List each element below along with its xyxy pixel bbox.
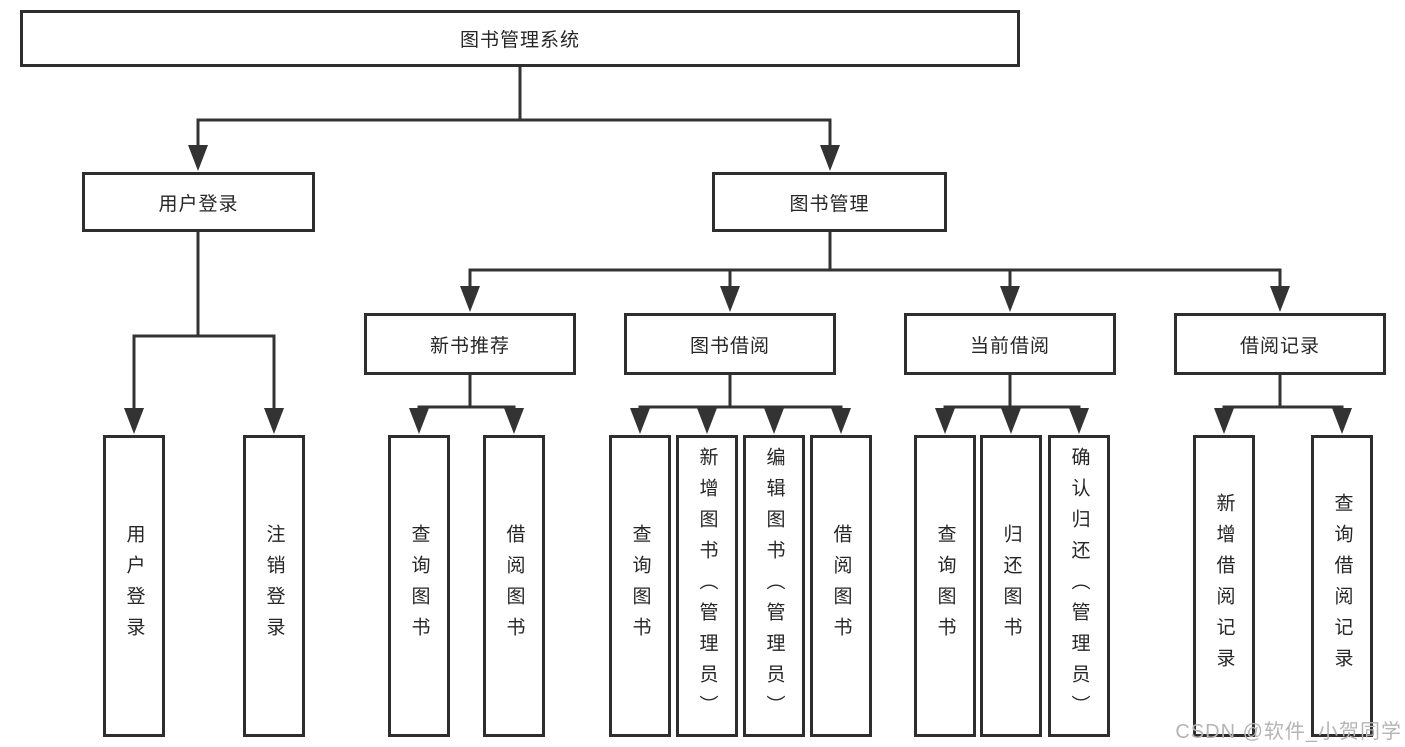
leaf-label: 查询图书: [629, 524, 651, 648]
leaf-query-books-borrowing: 查询图书: [609, 435, 671, 737]
leaf-confirm-return-admin: 确认归还（管理员）: [1048, 435, 1110, 737]
leaf-borrow-books-recommend: 借阅图书: [483, 435, 545, 737]
leaf-add-borrow-record: 新增借阅记录: [1193, 435, 1255, 737]
arrowheads: [124, 145, 1352, 434]
leaf-query-books-current: 查询图书: [914, 435, 976, 737]
leaf-label: 查询借阅记录: [1331, 493, 1353, 679]
leaf-return-books: 归还图书: [980, 435, 1042, 737]
leaf-label: 编辑图书（管理员）: [763, 446, 785, 726]
leaf-edit-books-admin: 编辑图书（管理员）: [743, 435, 805, 737]
leaf-label: 借阅图书: [830, 524, 852, 648]
leaf-label: 归还图书: [1000, 524, 1022, 648]
node-new-book-recommendation: 新书推荐: [364, 313, 576, 375]
node-label: 图书管理系统: [459, 30, 580, 51]
node-current-borrowing: 当前借阅: [904, 313, 1116, 375]
leaf-label: 确认归还（管理员）: [1068, 446, 1090, 726]
node-label: 借阅记录: [1239, 335, 1320, 357]
node-label: 新书推荐: [429, 335, 510, 357]
node-label: 当前借阅: [969, 335, 1050, 357]
node-borrowing-records: 借阅记录: [1174, 313, 1386, 375]
leaf-query-borrow-record: 查询借阅记录: [1311, 435, 1373, 737]
node-label: 用户登录: [158, 193, 239, 215]
leaf-label: 新增图书（管理员）: [696, 446, 718, 726]
leaf-borrow-books: 借阅图书: [810, 435, 872, 737]
leaf-label: 用户登录: [123, 524, 145, 648]
node-user-login: 用户登录: [82, 172, 315, 232]
node-label: 图书借阅: [689, 335, 770, 357]
leaf-logout: 注销登录: [243, 435, 305, 737]
leaf-label: 查询图书: [934, 524, 956, 648]
leaf-query-books-recommend: 查询图书: [388, 435, 450, 737]
node-book-borrowing: 图书借阅: [624, 313, 836, 375]
leaf-label: 借阅图书: [503, 524, 525, 648]
leaf-add-books-admin: 新增图书（管理员）: [676, 435, 738, 737]
leaf-user-login: 用户登录: [103, 435, 165, 737]
leaf-label: 注销登录: [263, 524, 285, 648]
node-label: 图书管理: [789, 193, 870, 215]
leaf-label: 新增借阅记录: [1213, 493, 1235, 679]
node-library-management-system: 图书管理系统: [20, 10, 1020, 67]
leaf-label: 查询图书: [408, 524, 430, 648]
node-book-management: 图书管理: [712, 172, 947, 232]
